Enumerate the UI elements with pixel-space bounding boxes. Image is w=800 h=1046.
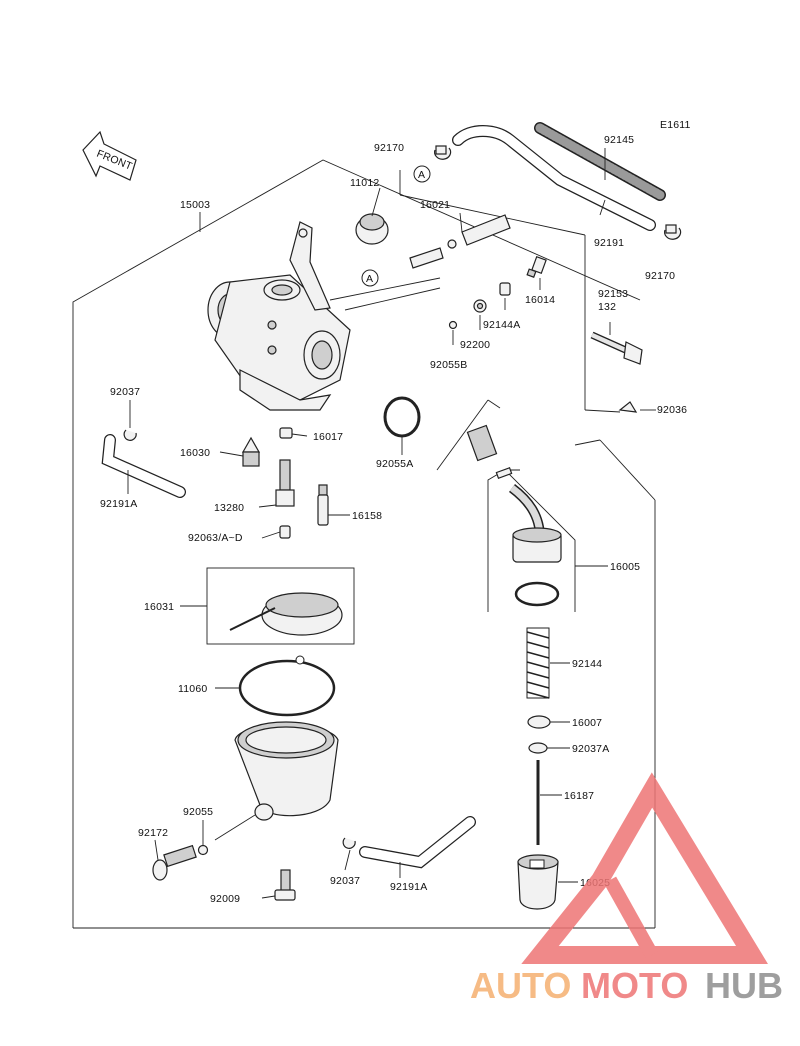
- part-16021-screw: [409, 214, 511, 269]
- label-132: 132: [598, 301, 616, 313]
- label-92037A: 92037A: [572, 743, 609, 755]
- label-92063: 92063/A~D: [188, 532, 243, 544]
- watermark-auto: AUTO: [470, 965, 571, 1006]
- part-16025-slide: [517, 854, 559, 910]
- label-92055A: 92055A: [376, 458, 413, 470]
- label-92037-b: 92037: [330, 875, 360, 887]
- part-92172-screw: [152, 844, 197, 881]
- label-92191A-b: 92191A: [390, 881, 427, 893]
- watermark-logo: AUTO MOTO HUB: [470, 772, 783, 1006]
- svg-text:A: A: [366, 273, 373, 285]
- part-13280-needle-jet: [275, 459, 295, 507]
- label-92055: 92055: [183, 806, 213, 818]
- part-92037A: [528, 742, 548, 754]
- hose-92145-spring: [534, 122, 666, 201]
- label-16007: 16007: [572, 717, 602, 729]
- part-11012-cap: [355, 213, 389, 245]
- label-92145: 92145: [604, 134, 634, 146]
- part-16014: [526, 255, 547, 278]
- label-92055B: 92055B: [430, 359, 467, 371]
- part-92055A-oring: [383, 396, 421, 438]
- watermark-moto: MOTO: [581, 965, 688, 1006]
- part-11060-gasket: [238, 655, 336, 717]
- front-arrow-icon: FRONT: [82, 130, 137, 181]
- label-92172: 92172: [138, 827, 168, 839]
- hose-92191: [452, 125, 656, 231]
- part-92144A: [499, 282, 511, 296]
- part-92037-clip: [123, 429, 137, 441]
- part-16007: [527, 715, 551, 729]
- clamp-92170: [434, 145, 682, 240]
- part-92009-bolt: [274, 869, 296, 901]
- part-92036-clip: [618, 401, 638, 413]
- label-92191A-a: 92191A: [100, 498, 137, 510]
- label-92170-a: 92170: [374, 142, 404, 154]
- label-16031: 16031: [144, 601, 174, 613]
- part-92055B: [448, 320, 458, 330]
- part-16031-float: [206, 567, 355, 645]
- label-15003: 15003: [180, 199, 210, 211]
- label-16014: 16014: [525, 294, 555, 306]
- label-92144A: 92144A: [483, 319, 520, 331]
- label-16021: 16021: [420, 199, 450, 211]
- label-92191: 92191: [594, 237, 624, 249]
- label-92200: 92200: [460, 339, 490, 351]
- carburetor-body: [207, 221, 441, 411]
- part-labels: E1611 15003 11012 92170 92145 16021 9219…: [100, 119, 691, 905]
- label-16005: 16005: [610, 561, 640, 573]
- label-92144: 92144: [572, 658, 602, 670]
- label-11060: 11060: [178, 683, 207, 695]
- part-92153-bolt: [590, 331, 643, 365]
- label-92036: 92036: [657, 404, 687, 416]
- part-92144-spring: [526, 627, 550, 699]
- float-bowl: [234, 721, 339, 821]
- label-16017: 16017: [313, 431, 343, 443]
- label-11012: 11012: [350, 177, 379, 189]
- part-16017: [279, 427, 293, 439]
- label-16187: 16187: [564, 790, 594, 802]
- label-92153: 92153: [598, 288, 628, 300]
- label-92037-a: 92037: [110, 386, 140, 398]
- diagram-code: E1611: [660, 119, 691, 131]
- part-92063: [279, 525, 291, 539]
- part-92055-washer: [197, 844, 209, 856]
- part-16005-stack: [466, 424, 562, 607]
- part-16030: [241, 436, 261, 467]
- part-92200: [473, 299, 487, 313]
- hose-92191A-left: [101, 434, 186, 498]
- label-16030: 16030: [180, 447, 210, 459]
- circle-ref-a: A A: [361, 165, 431, 287]
- part-92037-clip-b: [342, 837, 356, 849]
- label-92009: 92009: [210, 893, 240, 905]
- part-16158: [317, 484, 329, 526]
- label-13280: 13280: [214, 502, 244, 514]
- leader-lines: [127, 148, 656, 899]
- hose-92191A-right: [359, 816, 476, 869]
- label-92170-b: 92170: [645, 270, 675, 282]
- watermark-hub: HUB: [705, 965, 783, 1006]
- label-16158: 16158: [352, 510, 382, 522]
- svg-text:A: A: [418, 169, 425, 181]
